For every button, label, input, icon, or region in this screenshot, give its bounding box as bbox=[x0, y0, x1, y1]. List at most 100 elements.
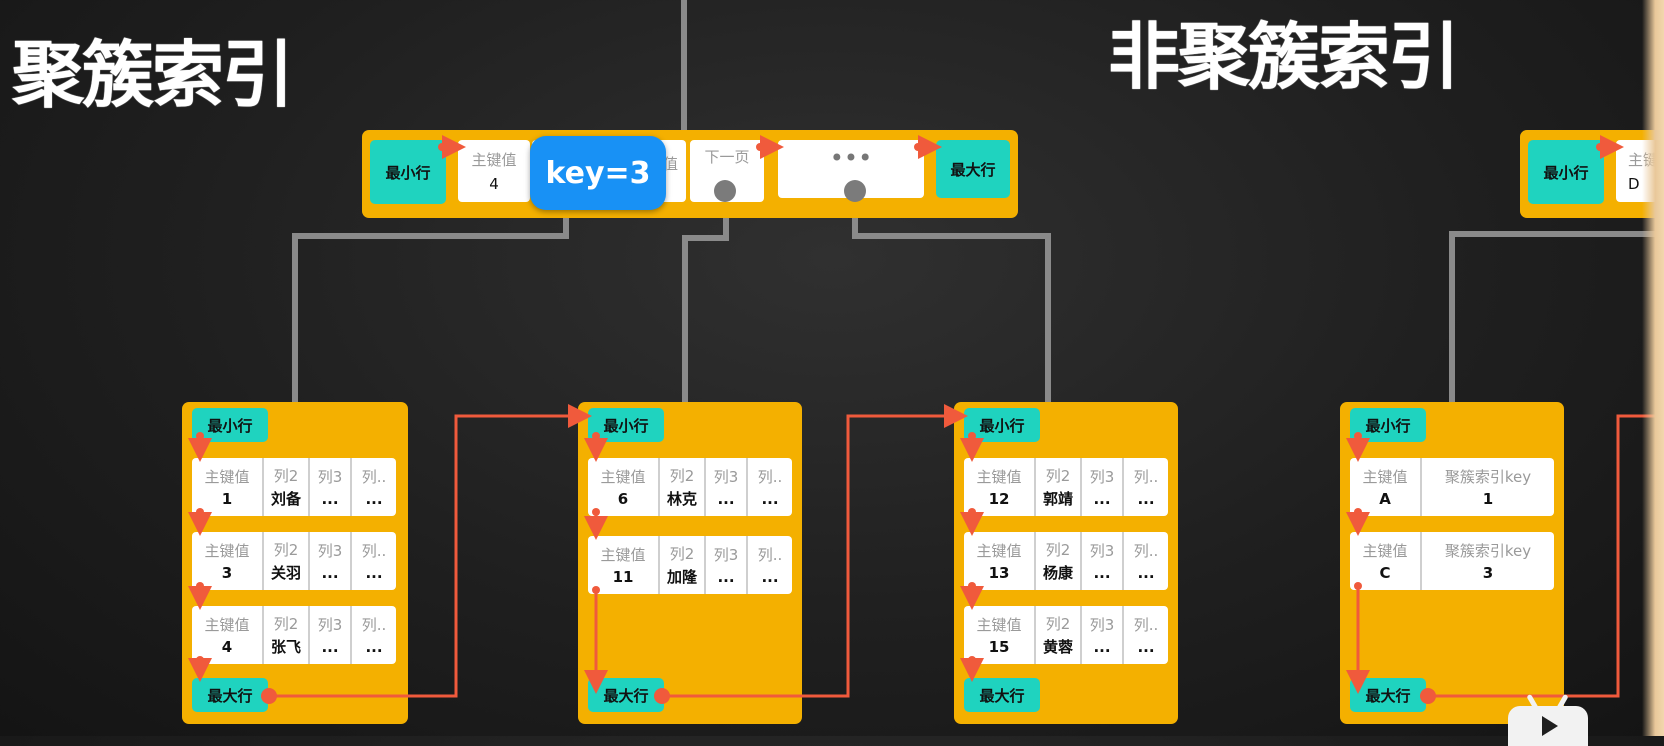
cell-value: ... bbox=[761, 490, 779, 509]
cell-value: 3 bbox=[1482, 564, 1494, 583]
cell-value: ... bbox=[1137, 564, 1155, 583]
column-header: 列.. bbox=[361, 541, 387, 560]
column-header: 列3 bbox=[317, 615, 343, 634]
tv-logo-icon bbox=[1508, 693, 1588, 746]
table-row: 主键值 C 聚簇索引key 3 bbox=[1350, 532, 1554, 590]
pointer-knob bbox=[844, 180, 866, 202]
cell-value: 杨康 bbox=[1042, 564, 1073, 582]
column-header: 主键值 bbox=[600, 545, 646, 564]
record-cell: 列3... bbox=[310, 458, 352, 516]
column-header: 列3 bbox=[713, 545, 739, 564]
column-header: 列3 bbox=[317, 541, 343, 560]
cell-value: ... bbox=[1093, 564, 1111, 583]
column-header: 聚簇索引key bbox=[1444, 541, 1532, 560]
title-secondary-index: 非聚簇索引 bbox=[1108, 15, 1460, 99]
cell-value: 3 bbox=[221, 564, 233, 583]
cell-value: ... bbox=[321, 490, 339, 509]
record-cell: 主键值 11 bbox=[588, 536, 660, 594]
root-entry-value: 4 bbox=[489, 175, 499, 194]
cell-value: ... bbox=[761, 568, 779, 587]
cell-value: 6 bbox=[617, 490, 629, 509]
edge-highlight bbox=[1642, 0, 1664, 736]
cell-value: ... bbox=[1137, 490, 1155, 509]
record-cell: 列2 杨康 bbox=[1036, 532, 1082, 590]
cell-value: ... bbox=[365, 564, 383, 583]
search-key-badge: key=3 bbox=[530, 136, 666, 210]
cell-value: ... bbox=[365, 490, 383, 509]
table-row: 主键值 13 列2 杨康 列3... 列..... bbox=[964, 532, 1168, 590]
record-cell: 列..... bbox=[1124, 606, 1168, 664]
cell-value: 11 bbox=[612, 568, 634, 587]
column-header: 列.. bbox=[1133, 467, 1159, 486]
leaf3-max-row: 最大行 bbox=[964, 678, 1040, 712]
cell-value: 13 bbox=[988, 564, 1010, 583]
column-header: 主键值 bbox=[600, 467, 646, 486]
record-cell: 列..... bbox=[352, 458, 396, 516]
record-cell: 列3... bbox=[1082, 458, 1124, 516]
record-cell: 列3... bbox=[310, 532, 352, 590]
leaf2-min-row: 最小行 bbox=[588, 408, 664, 442]
column-header: 聚簇索引key bbox=[1444, 467, 1532, 486]
cell-value: ... bbox=[1093, 490, 1111, 509]
column-header: 列.. bbox=[361, 467, 387, 486]
column-header: 列2 bbox=[1045, 541, 1071, 559]
column-header: 列2 bbox=[669, 467, 695, 485]
cell-value: 黄蓉 bbox=[1042, 638, 1073, 656]
root-entry-header: 主键值 bbox=[471, 150, 517, 169]
record-cell: 列3... bbox=[310, 606, 352, 664]
cell-value: C bbox=[1379, 564, 1391, 583]
cell-value: ... bbox=[717, 490, 735, 509]
cell-value: 林克 bbox=[666, 490, 697, 508]
column-header: 列3 bbox=[1089, 467, 1115, 486]
leaf4-max-row: 最大行 bbox=[1350, 678, 1426, 712]
record-cell: 列..... bbox=[1124, 532, 1168, 590]
record-cell: 主键值 4 bbox=[192, 606, 264, 664]
leaf1-min-row: 最小行 bbox=[192, 408, 268, 442]
cell-value: ... bbox=[321, 638, 339, 657]
record-cell: 聚簇索引key 3 bbox=[1422, 532, 1554, 590]
cell-value: ... bbox=[1137, 638, 1155, 657]
cell-value: ... bbox=[321, 564, 339, 583]
wire-root-to-leaf3 bbox=[852, 192, 1051, 402]
record-cell: 列..... bbox=[748, 536, 792, 594]
record-cell: 列..... bbox=[352, 606, 396, 664]
root-entry-header: 下一页 bbox=[704, 148, 750, 166]
record-cell: 主键值 C bbox=[1350, 532, 1422, 590]
cell-value: 张飞 bbox=[270, 638, 301, 656]
cell-value: 15 bbox=[988, 638, 1010, 657]
column-header: 主键值 bbox=[1362, 541, 1408, 560]
column-header: 列.. bbox=[757, 545, 783, 564]
column-header: 主键值 bbox=[204, 615, 250, 634]
column-header: 列.. bbox=[1133, 615, 1159, 634]
cell-value: 4 bbox=[221, 638, 233, 657]
record-cell: 列2 林克 bbox=[660, 458, 706, 516]
column-header: 列3 bbox=[1089, 541, 1115, 560]
column-header: 主键值 bbox=[204, 467, 250, 486]
record-cell: 列..... bbox=[748, 458, 792, 516]
column-header: 列.. bbox=[757, 467, 783, 486]
cell-value: 12 bbox=[988, 490, 1010, 509]
secondary-root-min-row: 最小行 bbox=[1528, 140, 1604, 204]
cell-value: ... bbox=[1093, 638, 1111, 657]
root-entry-1: 主键值 4 bbox=[458, 140, 530, 202]
wire-root-to-leaf2 bbox=[682, 192, 729, 402]
root-entry-value: D bbox=[1628, 175, 1640, 194]
record-cell: 列..... bbox=[352, 532, 396, 590]
pointer-knob bbox=[714, 180, 736, 202]
column-header: 主键值 bbox=[976, 541, 1022, 560]
record-cell: 列3... bbox=[706, 536, 748, 594]
